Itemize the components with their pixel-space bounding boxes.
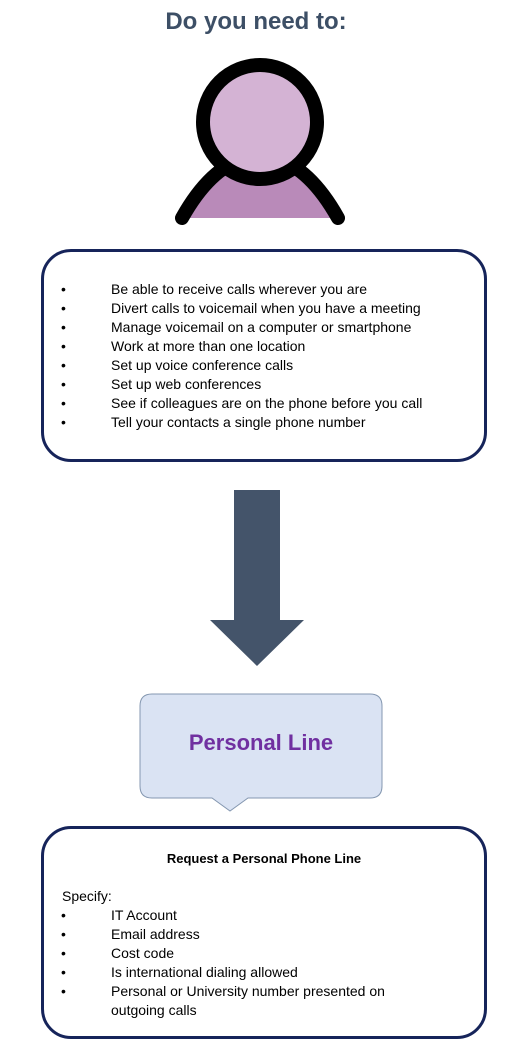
list-item-text: Email address <box>111 926 200 942</box>
list-item-text: Be able to receive calls wherever you ar… <box>111 281 368 297</box>
list-item: • IT Account <box>61 906 431 925</box>
bullet-icon: • <box>61 281 66 297</box>
list-item-text: Set up voice conference calls <box>111 357 294 373</box>
list-item-text: See if colleagues are on the phone befor… <box>111 395 423 411</box>
list-item-text: Is international dialing allowed <box>111 964 298 980</box>
list-item: • Set up web conferences <box>61 375 422 394</box>
list-item-text: Work at more than one location <box>111 338 306 354</box>
person-icon <box>175 58 345 225</box>
request-box: Request a Personal Phone Line Specify: •… <box>41 826 487 1039</box>
page-title: Do you need to: <box>165 8 347 35</box>
list-item-text: Set up web conferences <box>111 376 262 392</box>
needs-list: • Be able to receive calls wherever you a… <box>61 280 422 432</box>
list-item-text: Cost code <box>111 945 175 961</box>
list-item-text: Personal or University number presented … <box>111 983 385 1018</box>
bullet-icon: • <box>61 983 66 999</box>
person-head <box>196 58 324 186</box>
bullet-icon: • <box>61 907 66 923</box>
bullet-icon: • <box>61 319 66 335</box>
bullet-icon: • <box>61 395 66 411</box>
list-item: • Work at more than one location <box>61 337 422 356</box>
list-item-text: IT Account <box>111 907 177 923</box>
request-title: Request a Personal Phone Line <box>166 851 362 866</box>
bullet-icon: • <box>61 414 66 430</box>
list-item: • Email address <box>61 925 431 944</box>
list-item-text: Manage voicemail on a computer or smartp… <box>111 319 412 335</box>
list-item-text: Divert calls to voicemail when you have … <box>111 300 421 316</box>
list-item: • Set up voice conference calls <box>61 356 422 375</box>
specify-label: Specify: <box>62 888 112 904</box>
down-arrow-icon <box>210 490 304 666</box>
bullet-icon: • <box>61 338 66 354</box>
request-list: • IT Account • Email address • Cost code • Is i… <box>61 906 431 1020</box>
bullet-icon: • <box>61 945 66 961</box>
list-item: • Tell your contacts a single phone numbe… <box>61 413 422 432</box>
list-item: • Be able to receive calls wherever you a… <box>61 280 422 299</box>
callout-shape <box>139 693 383 812</box>
callout-label: Personal Line <box>188 730 334 755</box>
list-item: • Personal or University number presented… <box>61 982 431 1020</box>
list-item: • Is international dialing allowed <box>61 963 431 982</box>
list-item: • Divert calls to voicemail when you have… <box>61 299 422 318</box>
bullet-icon: • <box>61 376 66 392</box>
bullet-icon: • <box>61 964 66 980</box>
list-item: • Manage voicemail on a computer or smart… <box>61 318 422 337</box>
list-item: • Cost code <box>61 944 431 963</box>
bullet-icon: • <box>61 357 66 373</box>
bullet-icon: • <box>61 926 66 942</box>
list-item-text: Tell your contacts a single phone number <box>111 414 366 430</box>
list-item: • See if colleagues are on the phone befo… <box>61 394 422 413</box>
needs-box: • Be able to receive calls wherever you a… <box>41 249 487 462</box>
bullet-icon: • <box>61 300 66 316</box>
